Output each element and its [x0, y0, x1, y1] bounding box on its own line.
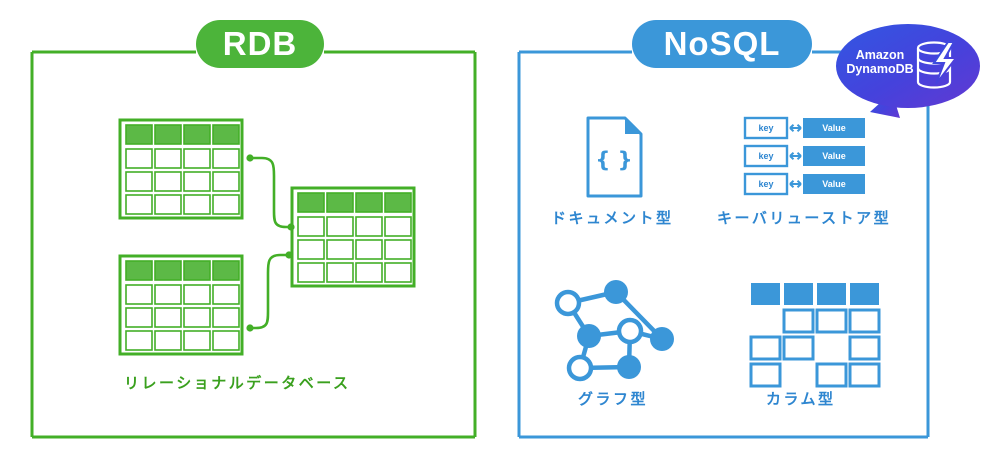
nosql-panel: { } [517, 20, 980, 439]
graph-nodes-icon [554, 280, 674, 382]
value-label-3: Value [822, 179, 846, 189]
rdb-title: RDB [222, 25, 298, 62]
dynamodb-label-line1: Amazon [855, 48, 905, 62]
rdb-connector-top [246, 154, 295, 231]
value-label-1: Value [822, 123, 846, 133]
document-braces-icon: { } [586, 116, 643, 198]
dynamodb-callout-label: Amazon DynamoDB [845, 48, 915, 76]
nosql-title-pill [632, 20, 812, 68]
column-grid-icon [749, 283, 881, 388]
dynamodb-label-line2: DynamoDB [846, 62, 914, 76]
rdb-panel [30, 20, 477, 439]
nosql-title: NoSQL [663, 25, 781, 62]
dynamodb-callout [836, 24, 980, 118]
value-label-2: Value [822, 151, 846, 161]
rdb-caption: リレーショナルデータベース [124, 374, 351, 392]
svg-text:{ }: { } [595, 148, 632, 172]
bolt-icon [932, 41, 959, 85]
rdb-frame [30, 50, 477, 439]
rdb-table-right [290, 186, 416, 288]
rdb-connector-bottom [246, 251, 293, 332]
key-value-store-caption: キーバリューストア型 [717, 209, 892, 227]
key-label-2: key [758, 151, 774, 161]
rdb-table-bottom-left [118, 254, 244, 356]
document-type-caption: ドキュメント型 [551, 209, 674, 227]
database-stack-bolt-icon [916, 41, 952, 89]
key-label-3: key [758, 179, 774, 189]
column-type-caption: カラム型 [766, 390, 836, 408]
graph-type-caption: グラフ型 [578, 390, 649, 408]
key-label-1: key [758, 123, 774, 133]
rdb-table-top-left [118, 118, 244, 220]
rdb-title-pill [196, 20, 324, 68]
key-value-rows-icon [743, 116, 865, 196]
